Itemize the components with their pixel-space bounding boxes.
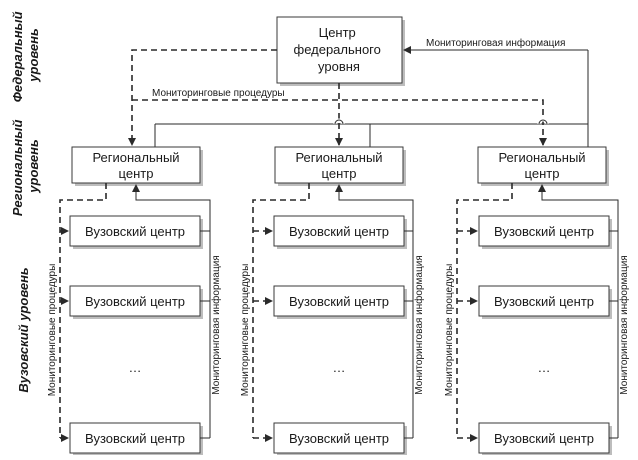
federal-center-box bbox=[276, 16, 403, 84]
university-center-label: Вузовский центр bbox=[494, 431, 594, 446]
university-center-box-2 bbox=[478, 285, 610, 317]
ellipsis: … bbox=[129, 360, 142, 375]
university-center-box-2 bbox=[69, 285, 201, 317]
university-center-box-3 bbox=[69, 422, 201, 454]
university-center-box-2 bbox=[273, 285, 405, 317]
university-center-label: Вузовский центр bbox=[85, 224, 185, 239]
ellipsis: … bbox=[538, 360, 551, 375]
university-center-label: Вузовский центр bbox=[85, 431, 185, 446]
university-center-box-1 bbox=[69, 215, 201, 247]
monitoring-info-vertical-label: Мониторинговая информация bbox=[210, 255, 222, 394]
monitoring-procedures-vertical-label: Мониторинговые процедуры bbox=[444, 264, 455, 397]
university-center-label: Вузовский центр bbox=[289, 224, 389, 239]
university-center-box-3 bbox=[273, 422, 405, 454]
university-center-box-1 bbox=[478, 215, 610, 247]
monitoring-procedures-vertical-label: Мониторинговые процедуры bbox=[47, 264, 58, 397]
university-center-box-3 bbox=[478, 422, 610, 454]
ellipsis: … bbox=[333, 360, 346, 375]
monitoring-info-vertical-label: Мониторинговая информация bbox=[618, 255, 630, 394]
monitoring-procedures-vertical-label: Мониторинговые процедуры bbox=[240, 264, 251, 397]
university-center-label: Вузовский центр bbox=[289, 431, 389, 446]
level-label-university: Вузовский уровень bbox=[16, 267, 31, 392]
monitoring-info-label-top: Мониторинговая информация bbox=[426, 37, 565, 49]
federal-center-label: Центр федерального уровня bbox=[294, 25, 385, 74]
monitoring-procedures-label-top: Мониторинговые процедуры bbox=[152, 88, 285, 99]
level-label-regional: Региональный уровень bbox=[10, 116, 41, 216]
regional-center-box bbox=[71, 146, 201, 184]
university-center-label: Вузовский центр bbox=[494, 294, 594, 309]
regional-center-box bbox=[274, 146, 404, 184]
level-label-federal: Федеральный уровень bbox=[10, 8, 41, 102]
university-center-label: Вузовский центр bbox=[85, 294, 185, 309]
regional-center-box bbox=[477, 146, 607, 184]
monitoring-info-vertical-label: Мониторинговая информация bbox=[413, 255, 425, 394]
university-center-label: Вузовский центр bbox=[289, 294, 389, 309]
university-center-label: Вузовский центр bbox=[494, 224, 594, 239]
